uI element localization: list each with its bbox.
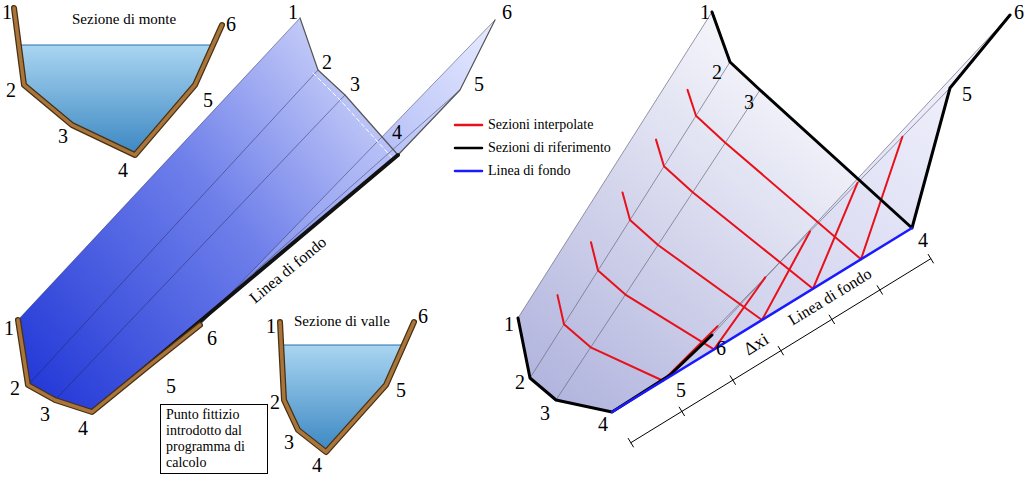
section-profile <box>280 322 414 452</box>
interpolated-section <box>688 90 903 259</box>
point-number: 3 <box>284 432 294 452</box>
illustration <box>14 8 1010 452</box>
dimension-line <box>631 259 931 443</box>
bottom-line <box>612 228 912 412</box>
dimension-tick <box>877 286 882 295</box>
dimension-tick <box>829 315 834 324</box>
point-number: 5 <box>474 74 484 94</box>
point-number: 5 <box>962 84 972 104</box>
point-number: 6 <box>226 14 236 34</box>
water-surface <box>281 345 404 346</box>
point-number: 4 <box>598 414 608 434</box>
legend-sample <box>455 170 482 173</box>
point-number: 1 <box>288 2 298 22</box>
dimension-tick <box>730 376 735 385</box>
point-number: 6 <box>1014 2 1024 22</box>
point-number: 6 <box>716 338 726 358</box>
point-number: 4 <box>392 122 402 142</box>
point-number: 1 <box>4 318 14 338</box>
point-number: 1 <box>504 314 514 334</box>
point-number: 3 <box>744 92 754 112</box>
legend-text: Linea di fondo <box>488 164 570 178</box>
channel-face <box>612 15 1010 412</box>
point-number: 4 <box>918 230 928 250</box>
point-number: 5 <box>166 376 176 396</box>
point-number: 2 <box>515 372 525 392</box>
point-number: 4 <box>78 418 88 438</box>
section-profile <box>14 8 222 155</box>
point-number: 4 <box>312 455 322 475</box>
point-number: 5 <box>676 380 686 400</box>
legend-sample <box>455 147 482 150</box>
point-number: 2 <box>10 378 20 398</box>
point-number: 6 <box>207 328 217 348</box>
point-number: 6 <box>418 306 428 326</box>
reference-section <box>712 12 1010 228</box>
dimension-tick <box>679 407 684 416</box>
legend-text: Sezioni interpolate <box>488 118 593 132</box>
point-number: 1 <box>700 2 710 22</box>
water-surface <box>19 45 213 46</box>
point-number: 3 <box>40 404 50 424</box>
point-number: 2 <box>6 80 16 100</box>
point-number: 5 <box>203 90 213 110</box>
point-number: 2 <box>270 392 280 412</box>
point-number: 3 <box>350 74 360 94</box>
point-number: 6 <box>502 2 512 22</box>
interpolated-section <box>656 140 858 289</box>
point-number: 5 <box>396 380 406 400</box>
section-profile <box>18 320 200 412</box>
face-line <box>200 20 495 325</box>
point-number: 2 <box>322 52 332 72</box>
face-line <box>28 70 318 385</box>
point-number: 4 <box>118 160 128 180</box>
callout-text: Punto fittizio introdotto dal programma … <box>166 407 262 471</box>
point-number: 3 <box>540 403 550 423</box>
point-number: 1 <box>266 316 276 336</box>
section-profile <box>280 322 414 452</box>
point-number: 3 <box>58 126 68 146</box>
section-profile <box>14 8 222 155</box>
legend-text: Sezioni di riferimento <box>488 141 611 155</box>
section-title: Sezione di valle <box>294 314 390 329</box>
dimension-label: Δxi <box>740 330 771 359</box>
dimension-tick <box>928 254 933 263</box>
point-number: 2 <box>712 62 722 82</box>
section-outline <box>313 73 395 161</box>
face-line <box>612 228 912 412</box>
section-outline <box>300 18 495 155</box>
reference-section <box>518 318 712 412</box>
legend-sample <box>455 124 482 127</box>
point-number: 1 <box>2 2 12 22</box>
section-title: Sezione di monte <box>72 12 176 27</box>
dimension-tick <box>628 438 633 447</box>
dimension-tick <box>778 346 783 355</box>
face-line <box>712 15 1010 335</box>
callout-box: Punto fittizio introdotto dal programma … <box>160 404 268 474</box>
section-profile <box>18 320 200 412</box>
